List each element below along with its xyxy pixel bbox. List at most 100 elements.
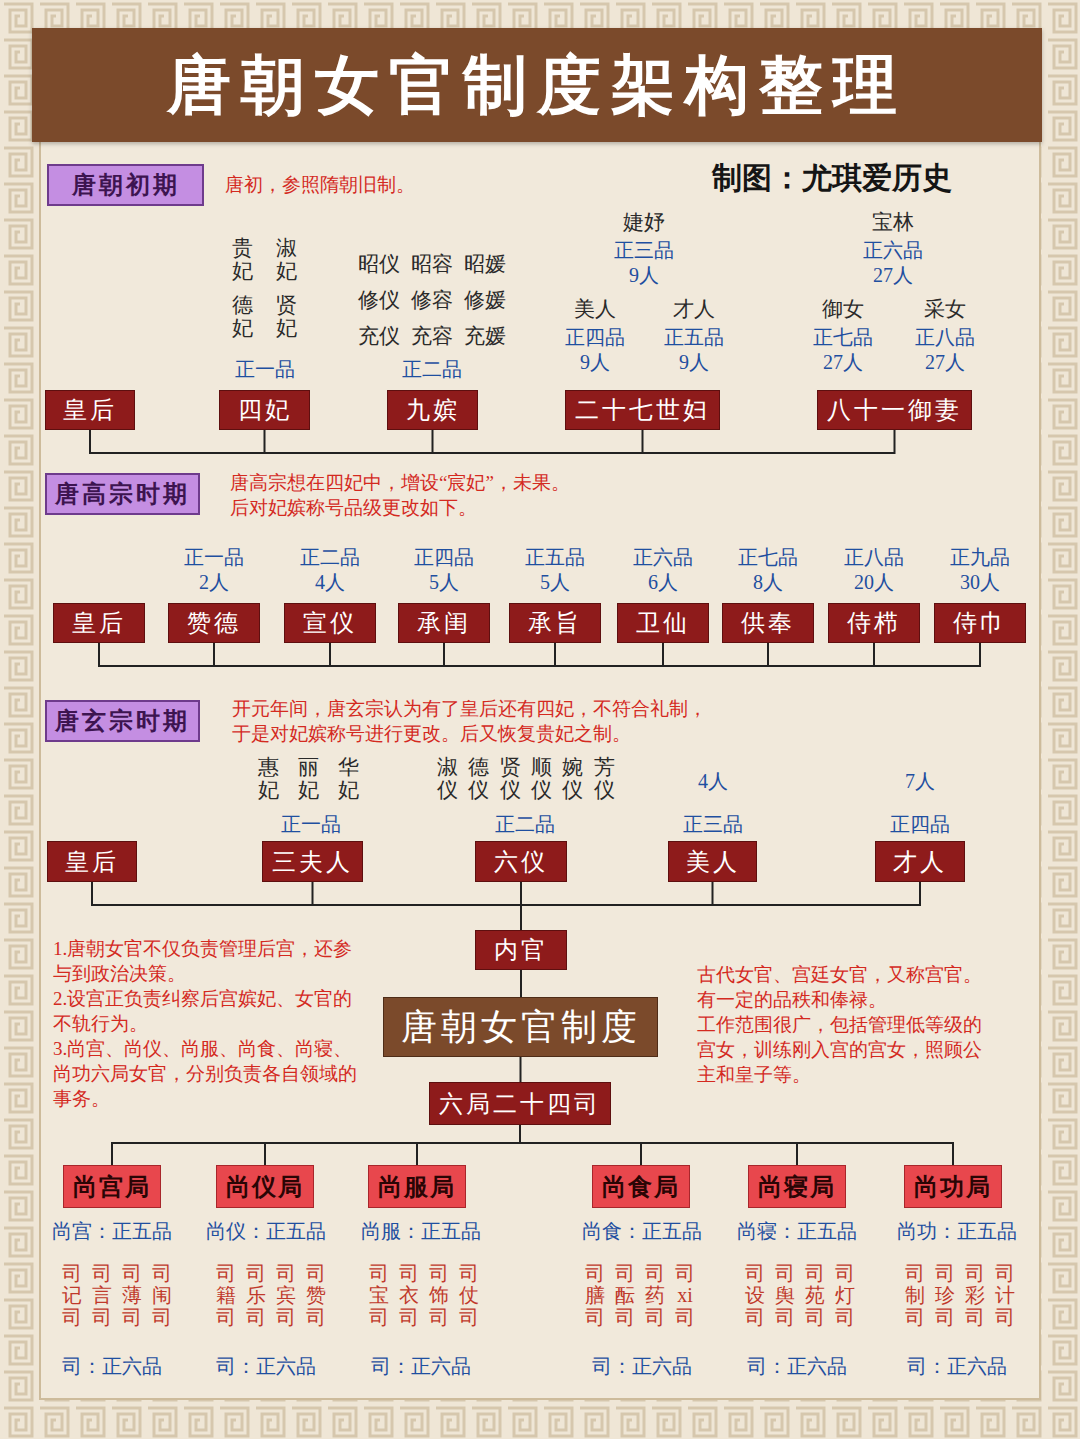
connector-line <box>417 1125 520 1165</box>
title-name: 贤仪 <box>500 756 521 802</box>
node-label: 卫仙 <box>636 607 690 639</box>
rank-box: 承旨 <box>509 603 601 643</box>
node-label: 承旨 <box>528 607 582 639</box>
connector-line <box>99 643 980 666</box>
connector-line <box>90 430 895 453</box>
bureau-box: 尚食局 <box>592 1165 690 1208</box>
rank-box: 六仪 <box>475 841 567 882</box>
rank-label: 尚寝：正五品 <box>737 1218 857 1245</box>
connector-line <box>99 643 444 666</box>
rank-label: 4人 <box>698 768 728 795</box>
title-name: 贤妃 <box>276 294 297 340</box>
rank-label: 2人 <box>199 569 229 596</box>
node-label: 美人 <box>686 846 740 878</box>
bureau-box: 尚服局 <box>368 1165 466 1208</box>
office-column: 司言司 <box>92 1262 112 1328</box>
note-text: 工作范围很广，包括管理低等级的宫女，训练刚入宫的宫女，照顾公主和皇子等。 <box>697 1012 997 1087</box>
connector-line <box>92 882 313 905</box>
rank-label: 正四品 <box>565 324 625 351</box>
connector-line <box>520 1057 522 1082</box>
note-text: 于是对妃嫔称号进行更改。后又恢复贵妃之制。 <box>232 721 631 746</box>
office-column: 司记司 <box>62 1262 82 1328</box>
rank-box: 供奉 <box>722 603 814 643</box>
connector-line <box>99 643 874 666</box>
rank-label: 正三品 <box>614 237 674 264</box>
office-column: 司制司 <box>905 1262 925 1328</box>
rank-label: 9人 <box>679 349 709 376</box>
rank-label: 尚仪：正五品 <box>206 1218 326 1245</box>
title-text: 唐朝女官制度架构整理 <box>167 42 907 129</box>
rank-label: 正七品 <box>738 544 798 571</box>
rank-box: 皇后 <box>45 390 135 430</box>
office-column: 司籍司 <box>216 1262 236 1328</box>
rank-label: 9人 <box>629 262 659 289</box>
rank-label: 正五品 <box>664 324 724 351</box>
title-name: 婉仪 <box>562 756 583 802</box>
node-label: 侍栉 <box>847 607 901 639</box>
connector-line <box>99 643 214 666</box>
bureau-box: 尚功局 <box>904 1165 1002 1208</box>
node-label: 皇后 <box>63 394 117 426</box>
rank-label: 尚宫：正五品 <box>52 1218 172 1245</box>
rank-label: 正六品 <box>633 544 693 571</box>
title-name: 淑妃 <box>276 237 297 283</box>
rank-label: 27人 <box>925 349 965 376</box>
title-name: 宝林 <box>872 208 914 236</box>
rank-box: 四妃 <box>219 390 310 430</box>
office-column: 司药司 <box>645 1262 665 1328</box>
connector-line <box>99 643 555 666</box>
connector-line <box>90 430 265 453</box>
connector-line <box>92 882 920 905</box>
rank-label: 正一品 <box>235 356 295 383</box>
node-label: 四妃 <box>238 394 292 426</box>
bureau-box: 尚仪局 <box>216 1165 314 1208</box>
note-text: 唐初，参照隋朝旧制。 <box>225 172 415 197</box>
note-text: 3.尚宫、尚仪、尚服、尚食、尚寝、尚功六局女官，分别负责各自领域的事务。 <box>53 1036 358 1111</box>
rank-box: 二十七世妇 <box>565 390 720 430</box>
node-label: 二十七世妇 <box>575 394 710 426</box>
rank-label: 正七品 <box>813 324 873 351</box>
rank-box: 侍栉 <box>828 603 920 643</box>
office-column: 司饰司 <box>429 1262 449 1328</box>
note-text: 唐高宗想在四妃中，增设“宸妃”，未果。 <box>230 470 570 495</box>
title-name: 充仪 充容 充媛 <box>358 322 507 350</box>
title-name: 华妃 <box>338 756 359 802</box>
node-label: 三夫人 <box>272 846 353 878</box>
office-column: 司灯司 <box>835 1262 855 1328</box>
note-text: 有一定的品秩和俸禄。 <box>697 987 997 1012</box>
rank-label: 司：正六品 <box>747 1353 847 1380</box>
rank-label: 正二品 <box>300 544 360 571</box>
node-label: 承闺 <box>417 607 471 639</box>
rank-label: 6人 <box>648 569 678 596</box>
rank-label: 正八品 <box>915 324 975 351</box>
rank-box: 承闺 <box>398 603 490 643</box>
period-tag: 唐高宗时期 <box>45 473 200 515</box>
connector-line <box>99 643 663 666</box>
title-name: 丽妃 <box>298 756 319 802</box>
connector-line <box>99 643 330 666</box>
title-name: 采女 <box>924 295 966 323</box>
node-label: 侍巾 <box>953 607 1007 639</box>
rank-label: 正五品 <box>525 544 585 571</box>
title-name: 淑仪 <box>437 756 458 802</box>
office-column: 司宝司 <box>369 1262 389 1328</box>
node-label: 皇后 <box>65 846 119 878</box>
connector-line <box>92 882 521 905</box>
rank-label: 正八品 <box>844 544 904 571</box>
office-column: 司彩司 <box>965 1262 985 1328</box>
connector-line <box>92 882 713 905</box>
connector-line <box>112 1125 520 1165</box>
title-name: 昭仪 昭容 昭媛 <box>358 250 507 278</box>
rank-label: 尚功：正五品 <box>897 1218 1017 1245</box>
rank-label: 尚服：正五品 <box>361 1218 481 1245</box>
node-label: 赞德 <box>187 607 241 639</box>
office-column: 司薄司 <box>122 1262 142 1328</box>
title-name: 德妃 <box>232 294 253 340</box>
title-name: 美人 <box>574 295 616 323</box>
rank-box: 才人 <box>875 841 965 882</box>
title-name: 德仪 <box>468 756 489 802</box>
rank-label: 正九品 <box>950 544 1010 571</box>
note-text: 2.设宫正负责纠察后宫嫔妃、女官的不轨行为。 <box>53 986 358 1036</box>
rank-box: 美人 <box>668 841 757 882</box>
